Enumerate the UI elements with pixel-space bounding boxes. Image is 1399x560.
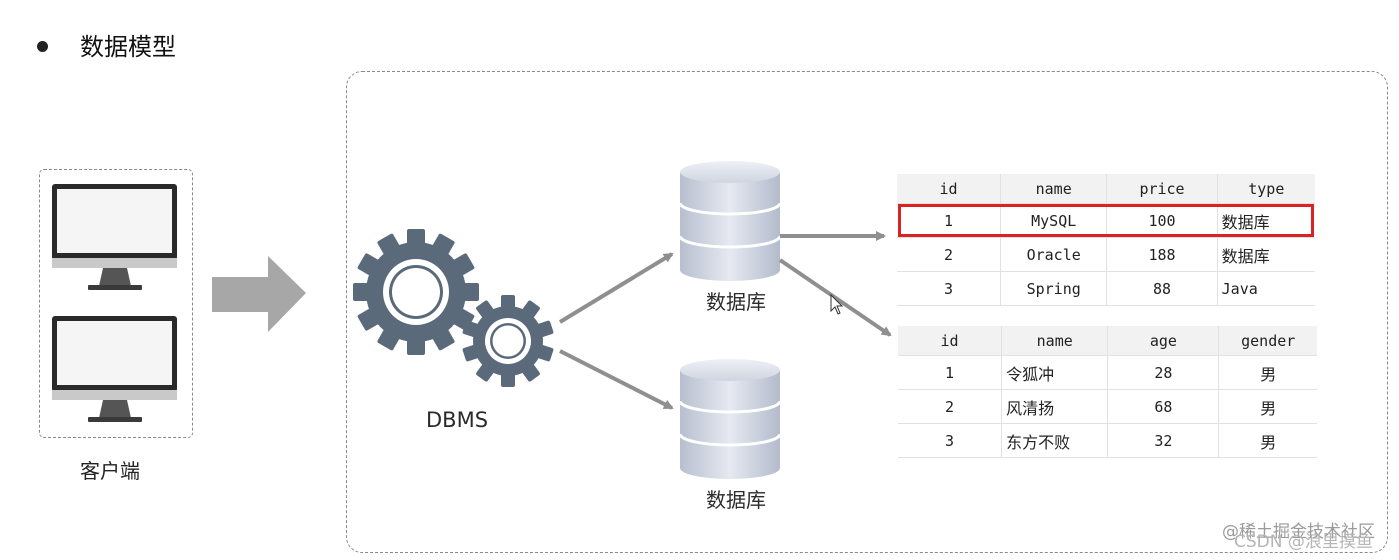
table-cell: Java bbox=[1217, 271, 1315, 306]
table-cell: 188 bbox=[1106, 237, 1218, 272]
watermark: CSDN @浪里摸鱼 bbox=[1234, 532, 1373, 552]
column-header: price bbox=[1106, 174, 1218, 204]
watermark: @稀土掘金技术社区 bbox=[1222, 522, 1375, 542]
column-header: name bbox=[1000, 174, 1108, 204]
arrow-right-icon bbox=[212, 256, 306, 332]
table-cell: 3 bbox=[897, 271, 1001, 306]
heading-bullet bbox=[37, 41, 48, 52]
gear-icon bbox=[462, 295, 554, 387]
table-cell: 东方不败 bbox=[1001, 423, 1109, 458]
monitor-icon bbox=[52, 184, 177, 290]
table-row: 2 Oracle 188 数据库 bbox=[897, 237, 1315, 272]
table-cell: 1 bbox=[897, 203, 1001, 238]
table-cell: 男 bbox=[1218, 423, 1317, 458]
arrow-line bbox=[558, 252, 674, 324]
column-header: id bbox=[897, 174, 1001, 204]
column-header: type bbox=[1217, 174, 1315, 204]
table-cell: 2 bbox=[897, 237, 1001, 272]
column-header: name bbox=[1001, 326, 1109, 356]
column-header: age bbox=[1107, 326, 1220, 356]
arrow-line bbox=[559, 349, 674, 410]
table-cell: 男 bbox=[1218, 389, 1317, 424]
table-cell: 32 bbox=[1107, 423, 1220, 458]
people-table: id name age gender 1 令狐冲 28 男 2 风清扬 68 男… bbox=[898, 326, 1317, 458]
table-cell: 88 bbox=[1106, 271, 1218, 306]
table-cell: 男 bbox=[1218, 355, 1317, 390]
gear-icon bbox=[353, 229, 479, 355]
table-row: 1 MySQL 100 数据库 bbox=[897, 203, 1315, 238]
client-box bbox=[39, 169, 193, 438]
table-header-row: id name age gender bbox=[898, 326, 1317, 356]
page-title: 数据模型 bbox=[80, 33, 176, 61]
table-cell: 28 bbox=[1107, 355, 1220, 390]
table-cell: 2 bbox=[898, 389, 1003, 424]
products-table: id name price type 1 MySQL 100 数据库 2 Ora… bbox=[897, 174, 1315, 306]
column-header: gender bbox=[1218, 326, 1317, 356]
table-cell: 数据库 bbox=[1217, 237, 1315, 272]
database-label: 数据库 bbox=[706, 488, 766, 512]
table-cell: 3 bbox=[898, 423, 1003, 458]
database-icon bbox=[678, 161, 782, 281]
table-cell: 68 bbox=[1107, 389, 1220, 424]
column-header: id bbox=[898, 326, 1003, 356]
table-row: 1 令狐冲 28 男 bbox=[898, 355, 1317, 390]
database-label: 数据库 bbox=[706, 290, 766, 314]
table-cell: 令狐冲 bbox=[1001, 355, 1109, 390]
dbms-label: DBMS bbox=[426, 408, 489, 432]
row-highlight bbox=[898, 204, 1314, 237]
table-cell: Oracle bbox=[1000, 237, 1108, 272]
arrow-line bbox=[778, 258, 892, 337]
table-row: 3 东方不败 32 男 bbox=[898, 423, 1317, 458]
table-row: 2 风清扬 68 男 bbox=[898, 389, 1317, 424]
database-icon bbox=[678, 359, 782, 479]
table-cell: 风清扬 bbox=[1001, 389, 1109, 424]
table-cell: MySQL bbox=[1000, 203, 1108, 238]
table-row: 3 Spring 88 Java bbox=[897, 271, 1315, 306]
monitor-icon bbox=[52, 316, 177, 422]
cursor-icon bbox=[830, 293, 844, 315]
table-header-row: id name price type bbox=[897, 174, 1315, 204]
table-cell: 100 bbox=[1106, 203, 1218, 238]
table-cell: 数据库 bbox=[1217, 203, 1315, 238]
client-label: 客户端 bbox=[80, 459, 140, 483]
table-cell: Spring bbox=[1000, 271, 1108, 306]
main-panel bbox=[346, 71, 1388, 553]
table-cell: 1 bbox=[898, 355, 1003, 390]
